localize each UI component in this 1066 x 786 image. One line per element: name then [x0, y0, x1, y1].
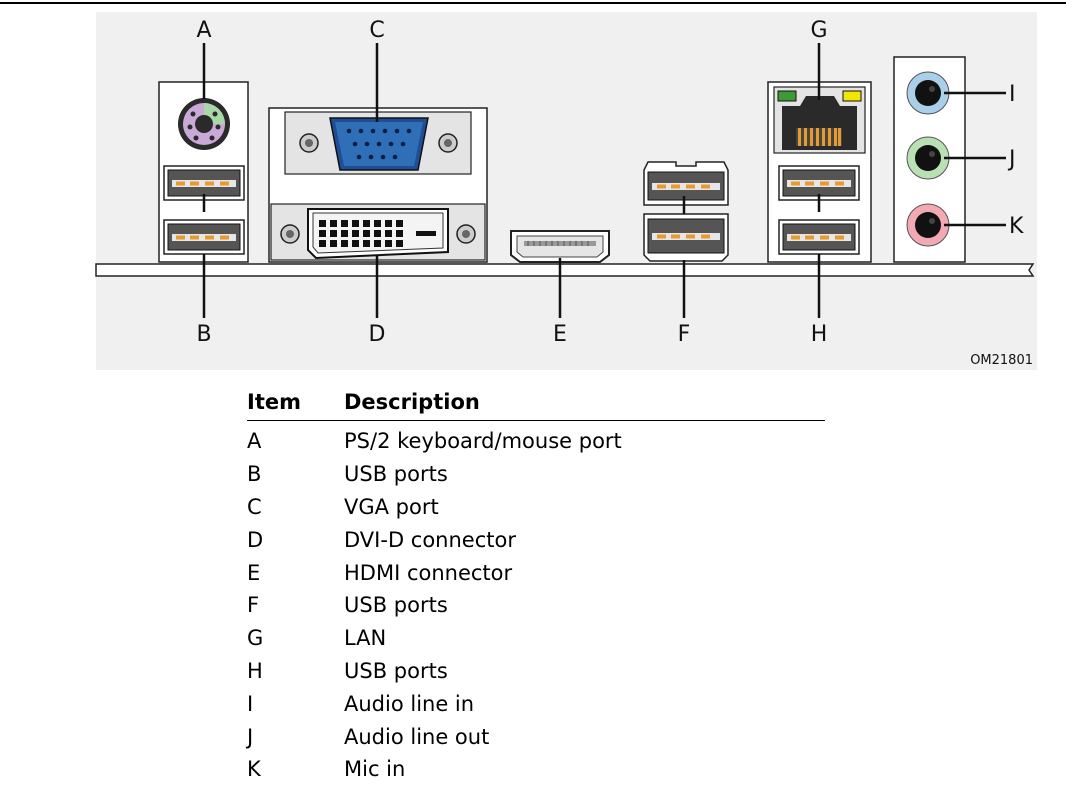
table-row: I Audio line in: [247, 687, 825, 720]
table-row: F USB ports: [247, 589, 825, 622]
item-description: Audio line in: [344, 691, 475, 716]
item-letter: H: [247, 658, 263, 683]
top-rule: [0, 2, 1066, 4]
audio-line-out-jack: [906, 136, 950, 180]
item-letter: I: [247, 691, 254, 716]
table-row: H USB ports: [247, 655, 825, 688]
item-description: USB ports: [344, 593, 448, 618]
item-description: DVI-D connector: [344, 527, 516, 552]
item-letter: D: [247, 527, 264, 552]
io-panel-diagram: A B C D E F G H I J K OM21801: [95, 12, 1037, 370]
item-letter: B: [247, 462, 262, 487]
callout-g: G: [810, 18, 827, 43]
usb-port: [163, 219, 245, 255]
item-description: HDMI connector: [344, 560, 513, 585]
table-row: D DVI-D connector: [247, 523, 825, 556]
callout-c: C: [369, 18, 384, 43]
board-edge: [95, 263, 1035, 277]
audio-line-in-jack: [906, 71, 950, 115]
item-description: PS/2 keyboard/mouse port: [344, 429, 622, 454]
audio-jack-stack: [893, 56, 966, 263]
item-letter: E: [247, 560, 261, 585]
callout-i: I: [1009, 82, 1016, 107]
item-letter: G: [247, 626, 264, 651]
callout-j: J: [1007, 147, 1016, 172]
table-header: Item Description: [247, 384, 825, 421]
callout-a: A: [196, 18, 211, 43]
lan-usb-stack: [767, 81, 872, 263]
panel-background: [96, 12, 1037, 370]
video-connector-block: [268, 107, 488, 263]
usb-stack-f: [643, 161, 729, 262]
item-description: Mic in: [344, 757, 406, 782]
table-row: J Audio line out: [247, 720, 825, 753]
callout-d: D: [369, 322, 386, 347]
usb-port: [778, 219, 860, 255]
item-letter: F: [247, 593, 260, 618]
callout-h: H: [811, 322, 828, 347]
item-description: VGA port: [344, 494, 439, 519]
vga-port: [299, 117, 458, 171]
column-header-item: Item: [247, 390, 301, 414]
table-row: E HDMI connector: [247, 556, 825, 589]
table-row: A PS/2 keyboard/mouse port: [247, 425, 825, 458]
item-description: USB ports: [344, 658, 448, 683]
ps2-usb-stack: [158, 81, 249, 263]
item-letter: C: [247, 494, 262, 519]
column-header-description: Description: [344, 390, 480, 414]
table-row: G LAN: [247, 622, 825, 655]
callout-f: F: [678, 322, 691, 347]
figure-id: OM21801: [970, 353, 1033, 368]
hdmi-port: [510, 230, 610, 263]
mic-in-jack: [906, 203, 950, 247]
dvi-port: [280, 208, 476, 260]
item-description: Audio line out: [344, 724, 490, 749]
callout-b: B: [196, 322, 211, 347]
table-row: B USB ports: [247, 458, 825, 491]
item-description-table: Item Description A PS/2 keyboard/mouse po…: [247, 384, 825, 786]
item-description: LAN: [344, 626, 387, 651]
item-letter: J: [247, 724, 254, 749]
item-letter: A: [247, 429, 262, 454]
lan-port: [773, 86, 866, 154]
table-row: K Mic in: [247, 753, 825, 786]
callout-e: E: [553, 322, 567, 347]
leader-lines: [202, 43, 1006, 318]
callout-k: K: [1009, 214, 1024, 239]
item-letter: K: [247, 757, 261, 782]
item-description: USB ports: [344, 462, 448, 487]
table-row: C VGA port: [247, 491, 825, 524]
ps2-port: [178, 98, 230, 150]
